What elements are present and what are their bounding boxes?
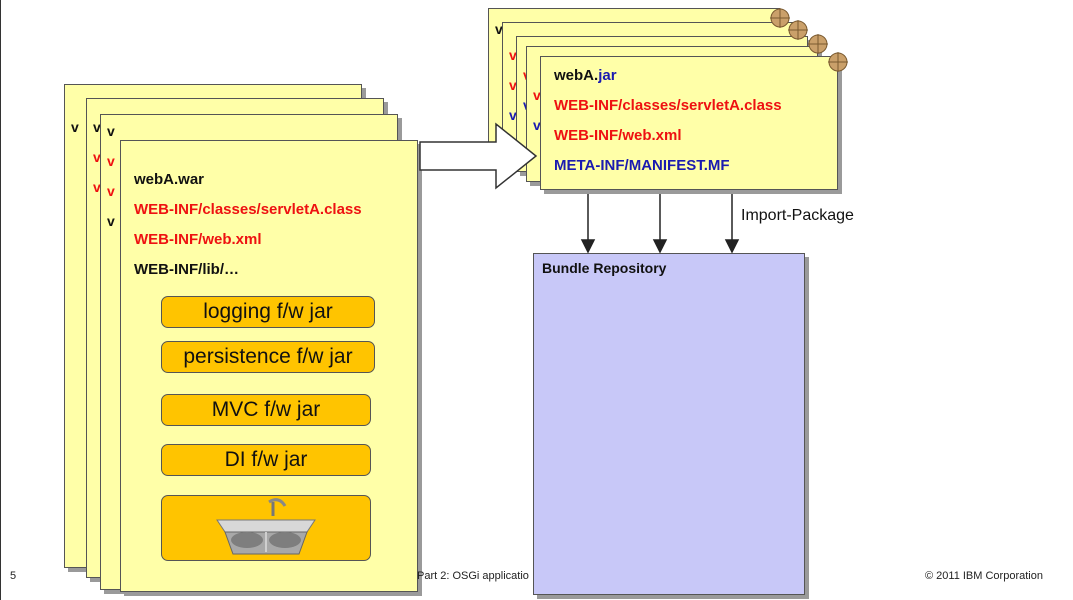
jar-servlet-path: WEB-INF/classes/servletA.class [554,97,782,114]
bundle-card-peek-letter: v [509,107,517,123]
kitchen-sink-box [161,495,371,561]
war-lib-path: WEB-INF/lib/… [134,261,239,278]
jar-file-name-suffix: jar [598,67,617,84]
import-arrow [580,194,596,254]
war-webxml-path: WEB-INF/web.xml [134,231,262,248]
bundle-card-peek-letter: v [533,87,541,103]
war-card-front: webA.war WEB-INF/classes/servletA.class … [120,140,418,592]
war-card-peek-letter: v [93,179,101,195]
slide-left-border [0,0,1,600]
jar-file-name: webA.jar [554,67,617,84]
bundle-card-front: webA.jar WEB-INF/classes/servletA.class … [540,56,838,190]
war-card-peek-letter: v [93,119,101,135]
war-card-peek-letter: v [71,119,79,135]
war-card-peek-letter: v [107,213,115,229]
war-file-name: webA.war [134,171,205,188]
page-number: 5 [10,570,17,582]
kitchen-sink-icon [216,498,316,555]
bundle-card-peek-letter: v [509,77,517,93]
jar-file-name-prefix: webA. [554,67,599,84]
import-package-label: Import-Package [741,207,854,224]
bundle-repository: Bundle Repository [533,253,805,595]
jar-mvc: MVC f/w jar [161,394,371,426]
war-servlet-path: WEB-INF/classes/servletA.class [134,201,362,218]
import-arrow [724,194,740,254]
war-card-peek-letter: v [107,153,115,169]
war-card-peek-letter: v [107,123,115,139]
jar-logging: logging f/w jar [161,296,375,328]
war-card-peek-letter: v [107,183,115,199]
convert-arrow [419,122,538,190]
bundle-card-peek-letter: v [495,21,503,37]
footer-subtitle: Part 2: OSGi applicatio [417,570,529,582]
jar-manifest-path: META-INF/MANIFEST.MF [554,157,730,174]
footer-copyright: © 2011 IBM Corporation [925,570,1043,582]
jar-webxml-path: WEB-INF/web.xml [554,127,682,144]
bundle-card-peek-letter: v [533,117,541,133]
bundle-card-peek-letter: v [509,47,517,63]
import-arrow [652,194,668,254]
war-card-peek-letter: v [93,149,101,165]
bundle-repository-title: Bundle Repository [542,260,667,276]
jar-di: DI f/w jar [161,444,371,476]
jar-persistence: persistence f/w jar [161,341,375,373]
